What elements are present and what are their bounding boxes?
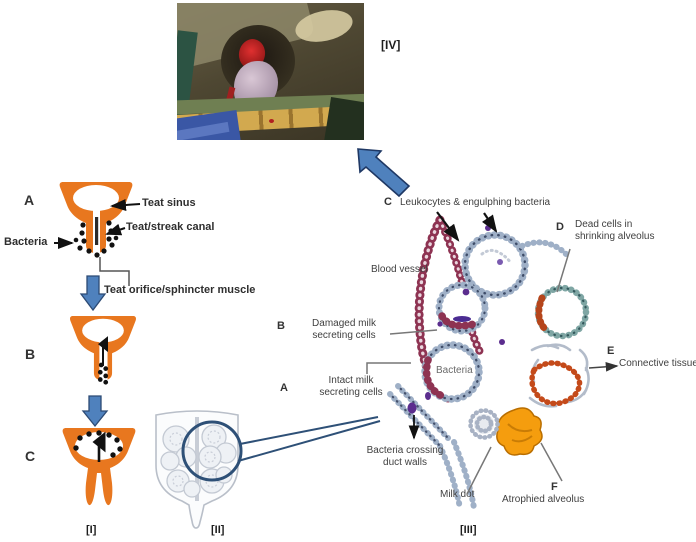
alveolus-dead-cells: [534, 284, 590, 340]
panel-label-iii: [III]: [460, 524, 477, 536]
teat-diagram-b: [70, 316, 136, 385]
cow-mastitis-photo: [177, 3, 364, 140]
teat-sinus-label: Teat sinus: [142, 197, 196, 209]
magnifier-callout-top: [239, 416, 379, 445]
key-d: D: [556, 221, 564, 233]
blood-vessel-label: Blood vessel: [371, 264, 428, 275]
leukocytes: [407, 321, 505, 414]
key-e: E: [607, 345, 615, 357]
dead-cells-label: Dead cells in shrinking alveolus: [575, 219, 655, 242]
alveolus-damaged: [435, 281, 489, 335]
intact-cells-label: Intact milk secreting cells: [319, 375, 383, 398]
bacteria-label: Bacteria: [4, 236, 48, 248]
key-b: B: [277, 320, 285, 332]
teat-orifice-label: Teat orifice/sphincter muscle: [104, 284, 256, 296]
photo-blood-drop: [269, 119, 274, 123]
milk-ducts-drawing: [387, 383, 477, 511]
key-a: A: [280, 382, 288, 394]
bacteria-dots-a: [73, 220, 119, 258]
stage-a-label: A: [24, 192, 35, 208]
key-c: C: [384, 196, 392, 208]
bacteria-dots-b: [97, 362, 109, 385]
alveolus-bacteria: [421, 341, 483, 403]
photo-arrow: [357, 148, 411, 198]
damaged-cells-label: Damaged milk secreting cells: [312, 318, 376, 341]
atrophied-alveolus-drawing: [496, 407, 543, 456]
udder-sketch: [155, 410, 243, 529]
leukocytes-label: Leukocytes & engulphing bacteria: [400, 197, 551, 208]
teat-diagram-c: [62, 428, 136, 506]
stage-c-label: C: [25, 448, 36, 464]
orifice-elbow-line: [99, 257, 130, 286]
connective-tissue-label: Connective tissue: [619, 358, 696, 369]
bacteria-crossing-label: Bacteria crossing duct walls: [366, 445, 444, 468]
panel-label-iv: [IV]: [381, 38, 401, 52]
flow-arrow-a-b: [79, 275, 107, 312]
panel-label-i: [I]: [86, 524, 97, 536]
alveolus-top: [461, 225, 529, 299]
photo-shadow: [323, 96, 364, 140]
atrophied-alveolus-label: Atrophied alveolus: [502, 494, 585, 505]
milk-dot-cluster: [468, 408, 500, 440]
stage-b-label: B: [25, 346, 36, 362]
teat-streak-canal-label: Teat/streak canal: [126, 221, 215, 233]
dead-cell-chain: [529, 360, 583, 407]
bacteria-inner-label: Bacteria: [436, 365, 473, 376]
histology-illustration: [387, 215, 590, 511]
milk-dot-label: Milk dot: [440, 489, 475, 500]
udder-lobes: [160, 424, 237, 498]
panel-label-ii: [II]: [211, 524, 225, 536]
flow-arrow-b-c: [81, 395, 109, 428]
teat-diagram-a: [59, 182, 133, 258]
key-f: F: [551, 481, 558, 493]
